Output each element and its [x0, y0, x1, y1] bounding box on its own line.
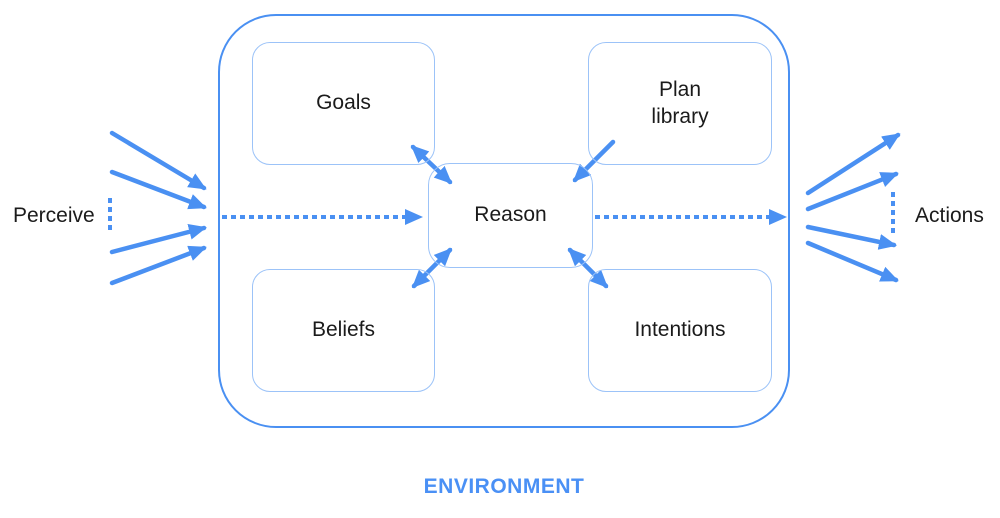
goals-label: Goals	[316, 91, 371, 115]
perceive-arrow-4	[109, 245, 207, 286]
goals-box: Goals	[252, 42, 435, 165]
plan-library-label: Plan library	[651, 78, 709, 128]
action-arrow-4	[805, 240, 899, 283]
action-arrow-1	[805, 132, 901, 196]
agent-boundary-box	[218, 14, 790, 428]
environment-label: ENVIRONMENT	[423, 475, 585, 498]
beliefs-box: Beliefs	[252, 269, 435, 392]
perceive-arrow-1	[109, 130, 207, 191]
intentions-label: Intentions	[634, 318, 726, 342]
plan-library-box: Plan library	[588, 42, 772, 165]
actions-label: Actions	[915, 204, 984, 227]
perceive-label: Perceive	[13, 204, 95, 227]
action-arrow-3	[805, 224, 897, 250]
perceive-arrow-2	[109, 169, 207, 210]
reason-box: Reason	[428, 163, 593, 268]
intentions-box: Intentions	[588, 269, 772, 392]
perceive-arrow-3	[109, 224, 207, 255]
reason-label: Reason	[474, 203, 547, 227]
action-arrow-2	[805, 171, 899, 212]
beliefs-label: Beliefs	[311, 318, 376, 342]
